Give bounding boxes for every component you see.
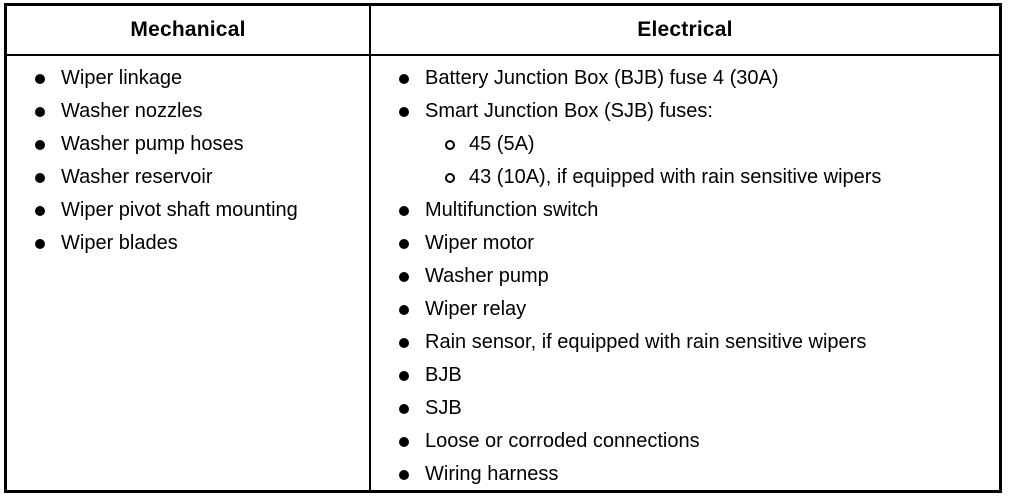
item-text: Loose or corroded connections (425, 430, 700, 452)
bullet-icon (35, 73, 45, 84)
list-item: BJB (371, 359, 999, 392)
list-item: Wiper motor (371, 227, 999, 260)
bullet-icon (399, 304, 409, 315)
electrical-column: Electrical Battery Junction Box (BJB) fu… (369, 6, 999, 490)
item-text: Wiring harness (425, 463, 559, 485)
item-text: Wiper blades (61, 232, 178, 254)
bullet-icon (399, 205, 409, 216)
item-text: Washer nozzles (61, 100, 203, 122)
item-text: Battery Junction Box (BJB) fuse 4 (30A) (425, 67, 779, 89)
bullet-icon (399, 403, 409, 414)
bullet-icon (399, 370, 409, 381)
list-item: Washer pump hoses (7, 128, 369, 161)
mechanical-column-header: Mechanical (7, 6, 369, 56)
item-text: Wiper motor (425, 232, 534, 254)
list-item: Loose or corroded connections (371, 425, 999, 458)
bullet-icon (399, 436, 409, 447)
list-item: Washer reservoir (7, 161, 369, 194)
electrical-item-list: Battery Junction Box (BJB) fuse 4 (30A) S… (371, 56, 999, 490)
item-text: Smart Junction Box (SJB) fuses: (425, 100, 713, 122)
list-item: Wiring harness (371, 458, 999, 490)
list-item: Wiper linkage (7, 62, 369, 95)
item-text: 45 (5A) (469, 133, 535, 155)
bullet-icon (399, 238, 409, 249)
sub-bullet-icon (445, 139, 455, 150)
item-text: Washer pump hoses (61, 133, 244, 155)
bullet-icon (35, 106, 45, 117)
item-text: BJB (425, 364, 462, 386)
list-item: SJB (371, 392, 999, 425)
bullet-icon (399, 73, 409, 84)
sub-bullet-icon (445, 172, 455, 183)
item-text: Wiper linkage (61, 67, 183, 89)
bullet-icon (399, 337, 409, 348)
list-item: Multifunction switch (371, 194, 999, 227)
item-text: Rain sensor, if equipped with rain sensi… (425, 331, 867, 353)
bullet-icon (35, 172, 45, 183)
item-text: 43 (10A), if equipped with rain sensitiv… (469, 166, 882, 188)
list-item: 45 (5A) (371, 128, 999, 161)
bullet-icon (399, 106, 409, 117)
electrical-column-header: Electrical (371, 6, 999, 56)
bullet-icon (35, 238, 45, 249)
item-text: Wiper pivot shaft mounting (61, 199, 298, 221)
list-item: Smart Junction Box (SJB) fuses: (371, 95, 999, 128)
list-item: Wiper relay (371, 293, 999, 326)
list-item: Washer nozzles (7, 95, 369, 128)
list-item: Rain sensor, if equipped with rain sensi… (371, 326, 999, 359)
item-text: Multifunction switch (425, 199, 599, 221)
item-text: Wiper relay (425, 298, 527, 320)
list-item: Washer pump (371, 260, 999, 293)
list-item: Wiper pivot shaft mounting (7, 194, 369, 227)
list-item: Wiper blades (7, 227, 369, 260)
bullet-icon (399, 271, 409, 282)
bullet-icon (35, 139, 45, 150)
list-item: Battery Junction Box (BJB) fuse 4 (30A) (371, 62, 999, 95)
bullet-icon (399, 469, 409, 480)
bullet-icon (35, 205, 45, 216)
item-text: SJB (425, 397, 462, 419)
item-text: Washer reservoir (61, 166, 213, 188)
item-text: Washer pump (425, 265, 549, 287)
list-item: 43 (10A), if equipped with rain sensitiv… (371, 161, 999, 194)
